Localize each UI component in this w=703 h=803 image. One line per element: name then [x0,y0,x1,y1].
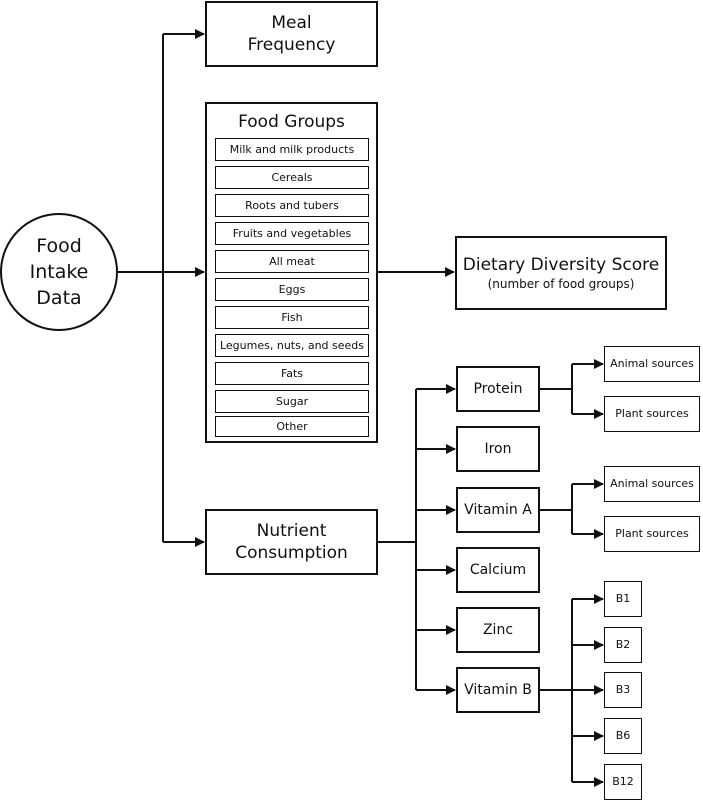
food-intake-data-node: Food Intake Data [0,213,118,331]
meal-frequency-node: Meal Frequency [205,1,378,67]
vitamin-b6: B6 [604,718,642,754]
food-group-item: Other [215,416,369,437]
nutrient-zinc: Zinc [456,607,540,653]
nutrient-consumption-node: Nutrient Consumption [205,509,378,575]
food-groups-panel: Food Groups Milk and milk products Cerea… [205,102,378,443]
food-group-item: Fats [215,362,369,385]
dietary-diversity-title: Dietary Diversity Score [462,255,660,275]
nutrient-calcium: Calcium [456,547,540,593]
food-group-item: Eggs [215,278,369,301]
food-group-item: Fruits and vegetables [215,222,369,245]
nutrient-iron: Iron [456,426,540,472]
food-groups-title: Food Groups [238,112,345,132]
vitamin-b12: B12 [604,764,642,800]
vitamin-a-animal-sources: Animal sources [604,466,700,502]
food-group-item: Sugar [215,390,369,413]
vitamin-a-plant-sources: Plant sources [604,516,700,552]
vitamin-b3: B3 [604,672,642,708]
nutrient-vitamin-b: Vitamin B [456,667,540,713]
food-group-item: Cereals [215,166,369,189]
dietary-diversity-score-node: Dietary Diversity Score (number of food … [455,236,667,310]
nutrient-protein: Protein [456,366,540,412]
food-group-item: Fish [215,306,369,329]
food-group-item: Legumes, nuts, and seeds [215,334,369,357]
nutrient-vitamin-a: Vitamin A [456,487,540,533]
vitamin-b2: B2 [604,627,642,663]
protein-animal-sources: Animal sources [604,346,700,382]
protein-plant-sources: Plant sources [604,396,700,432]
dietary-diversity-subtitle: (number of food groups) [487,277,635,291]
food-group-item: Roots and tubers [215,194,369,217]
vitamin-b1: B1 [604,581,642,617]
food-group-item: All meat [215,250,369,273]
food-group-item: Milk and milk products [215,138,369,161]
